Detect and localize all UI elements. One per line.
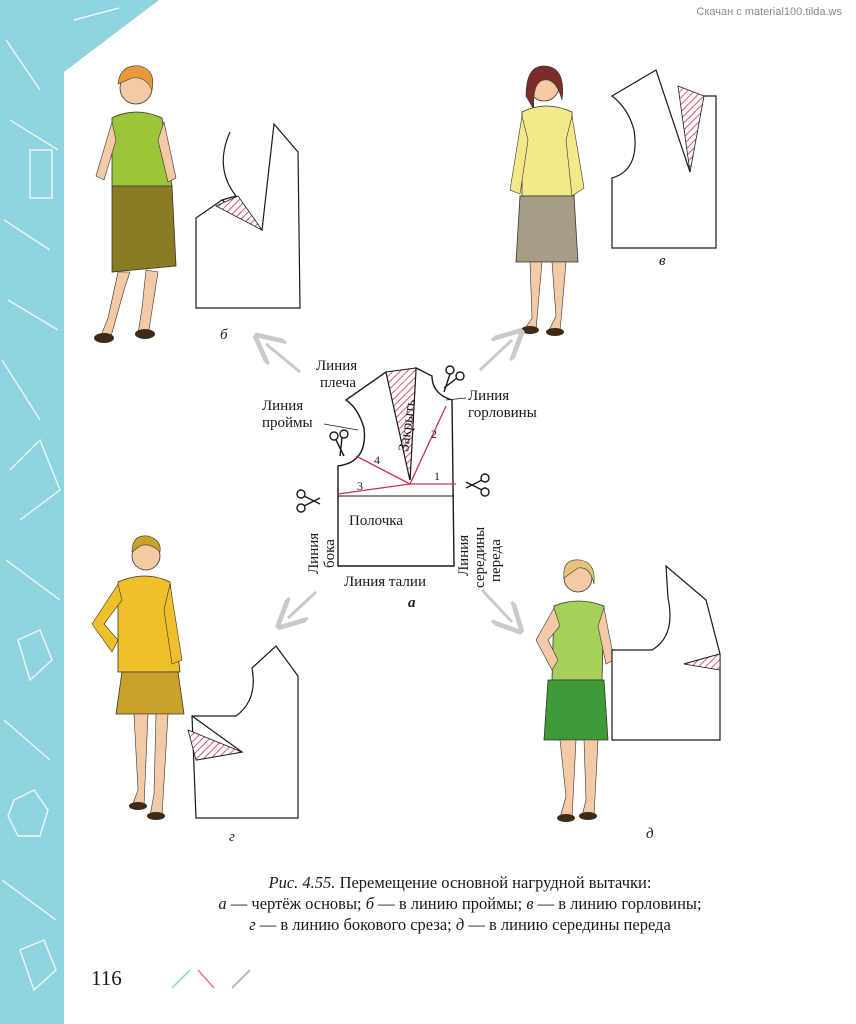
caption-line-3: г — в линию бокового среза; д — в линию …	[64, 914, 856, 935]
neck-line-label-1: Линия	[468, 388, 509, 404]
pattern-b: б	[196, 124, 300, 343]
arrow-to-v	[480, 340, 512, 370]
woman-figure-b	[94, 66, 176, 343]
armhole-line-label-2: проймы	[262, 415, 313, 431]
center-line-label-2: середины	[472, 527, 488, 588]
caption-text-d: — в линию середины переда	[464, 915, 671, 934]
decorative-strokes	[172, 970, 250, 988]
side-line-label-1: Линия	[306, 533, 322, 574]
scissors-icon	[297, 490, 320, 512]
caption-letter-v: в	[526, 894, 533, 913]
caption-letter-d: д	[456, 915, 464, 934]
caption-letter-b: б	[366, 894, 374, 913]
arrow-to-d	[482, 590, 512, 622]
scissors-icon	[466, 474, 489, 496]
neck-line-label-2: горловины	[468, 405, 537, 421]
label-b: б	[220, 327, 228, 343]
line-number-1: 1	[434, 469, 440, 483]
center-line-label-1: Линия	[456, 535, 472, 576]
pattern-v: в	[612, 70, 716, 269]
caption-ref: Рис. 4.55.	[269, 873, 336, 892]
base-draft-a: 1 2 3 4 Полочка Закрыть Линия плеча Лини…	[262, 358, 537, 611]
waist-line-label: Линия талии	[344, 574, 426, 590]
side-line-label-2: бока	[322, 539, 338, 568]
caption-title: Перемещение основной нагрудной вытачки:	[335, 873, 651, 892]
scissors-icon	[444, 366, 464, 392]
armhole-line-label-1: Линия	[262, 398, 303, 414]
caption-letter-a: а	[218, 894, 226, 913]
label-g: г	[229, 829, 235, 845]
line-number-2: 2	[431, 427, 437, 441]
caption-text-a: — чертёж основы;	[227, 894, 366, 913]
pattern-d: д	[612, 566, 720, 842]
arrow-to-g	[288, 592, 316, 618]
front-label: Полочка	[349, 513, 403, 529]
center-line-label-3: переда	[488, 539, 504, 582]
line-number-4: 4	[374, 453, 380, 467]
label-v: в	[659, 253, 666, 269]
caption-line-2: а — чертёж основы; б — в линию проймы; в…	[64, 893, 856, 914]
woman-figure-v	[510, 66, 584, 336]
scissors-icon	[330, 430, 348, 456]
page-number: 116	[91, 966, 122, 991]
shoulder-line-label-2: плеча	[320, 375, 356, 391]
line-number-3: 3	[357, 479, 363, 493]
label-a: а	[408, 595, 416, 611]
figure-caption: Рис. 4.55. Перемещение основной нагрудно…	[64, 872, 856, 935]
caption-text-b: — в линию проймы;	[374, 894, 526, 913]
pattern-g: г	[188, 646, 298, 845]
woman-figure-d	[536, 560, 614, 822]
shoulder-line-label-1: Линия	[316, 358, 357, 374]
caption-text-v: — в линию горловины;	[534, 894, 702, 913]
caption-line-1: Рис. 4.55. Перемещение основной нагрудно…	[64, 872, 856, 893]
arrow-to-b	[266, 344, 300, 372]
caption-text-g: — в линию бокового среза;	[256, 915, 456, 934]
woman-figure-g	[92, 536, 184, 820]
label-d: д	[646, 826, 654, 842]
